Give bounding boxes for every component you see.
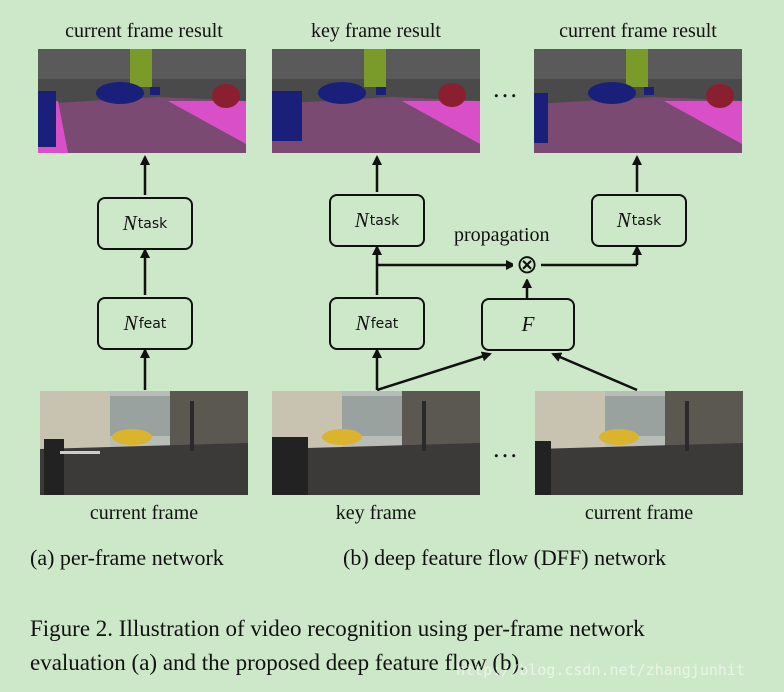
n-feat-subscript: feat [138, 315, 167, 332]
flow-network-f-box: F [481, 298, 575, 351]
label-current-frame-result-a: current frame result [65, 20, 223, 42]
figure-caption: Figure 2. Illustration of video recognit… [30, 612, 770, 680]
n-task-symbol: N [354, 208, 369, 232]
label-current-frame-result-b: current frame result [559, 20, 717, 42]
n-feat-symbol: N [355, 311, 370, 335]
input-frame-image-a [40, 391, 248, 495]
caption-line-1: Figure 2. Illustration of video recognit… [30, 616, 645, 641]
n-feat-symbol: N [123, 311, 138, 335]
label-key-frame-result: key frame result [311, 20, 441, 42]
label-current-frame-b: current frame [584, 502, 694, 524]
n-task-subscript: task [631, 212, 662, 229]
n-task-symbol: N [616, 208, 631, 232]
n-feat-subscript: feat [370, 315, 399, 332]
ellipsis-top: … [492, 74, 520, 103]
caption-line-2: evaluation (a) and the proposed deep fea… [30, 650, 525, 675]
input-frame-image-b [535, 391, 743, 495]
input-frame-image-key [272, 391, 480, 495]
label-current-frame-a: current frame [89, 502, 199, 524]
n-task-subscript: task [369, 212, 400, 229]
segmentation-result-image-b [534, 49, 742, 153]
watermark: http://blog.csdn.net/zhangjunhit [456, 661, 745, 679]
label-key-frame: key frame [335, 502, 417, 524]
label-propagation: propagation [454, 224, 550, 246]
segmentation-result-image-a [38, 49, 246, 153]
f-symbol: F [521, 312, 535, 336]
segmentation-result-image-key [272, 49, 480, 153]
subcaption-a: (a) per-frame network [30, 545, 224, 570]
n-task-subscript: task [137, 215, 168, 232]
propagation-operator-icon: ⊗ [513, 251, 541, 279]
ellipsis-bottom: … [492, 434, 520, 463]
n-task-symbol: N [122, 211, 137, 235]
subcaption-b: (b) deep feature flow (DFF) network [343, 545, 667, 570]
